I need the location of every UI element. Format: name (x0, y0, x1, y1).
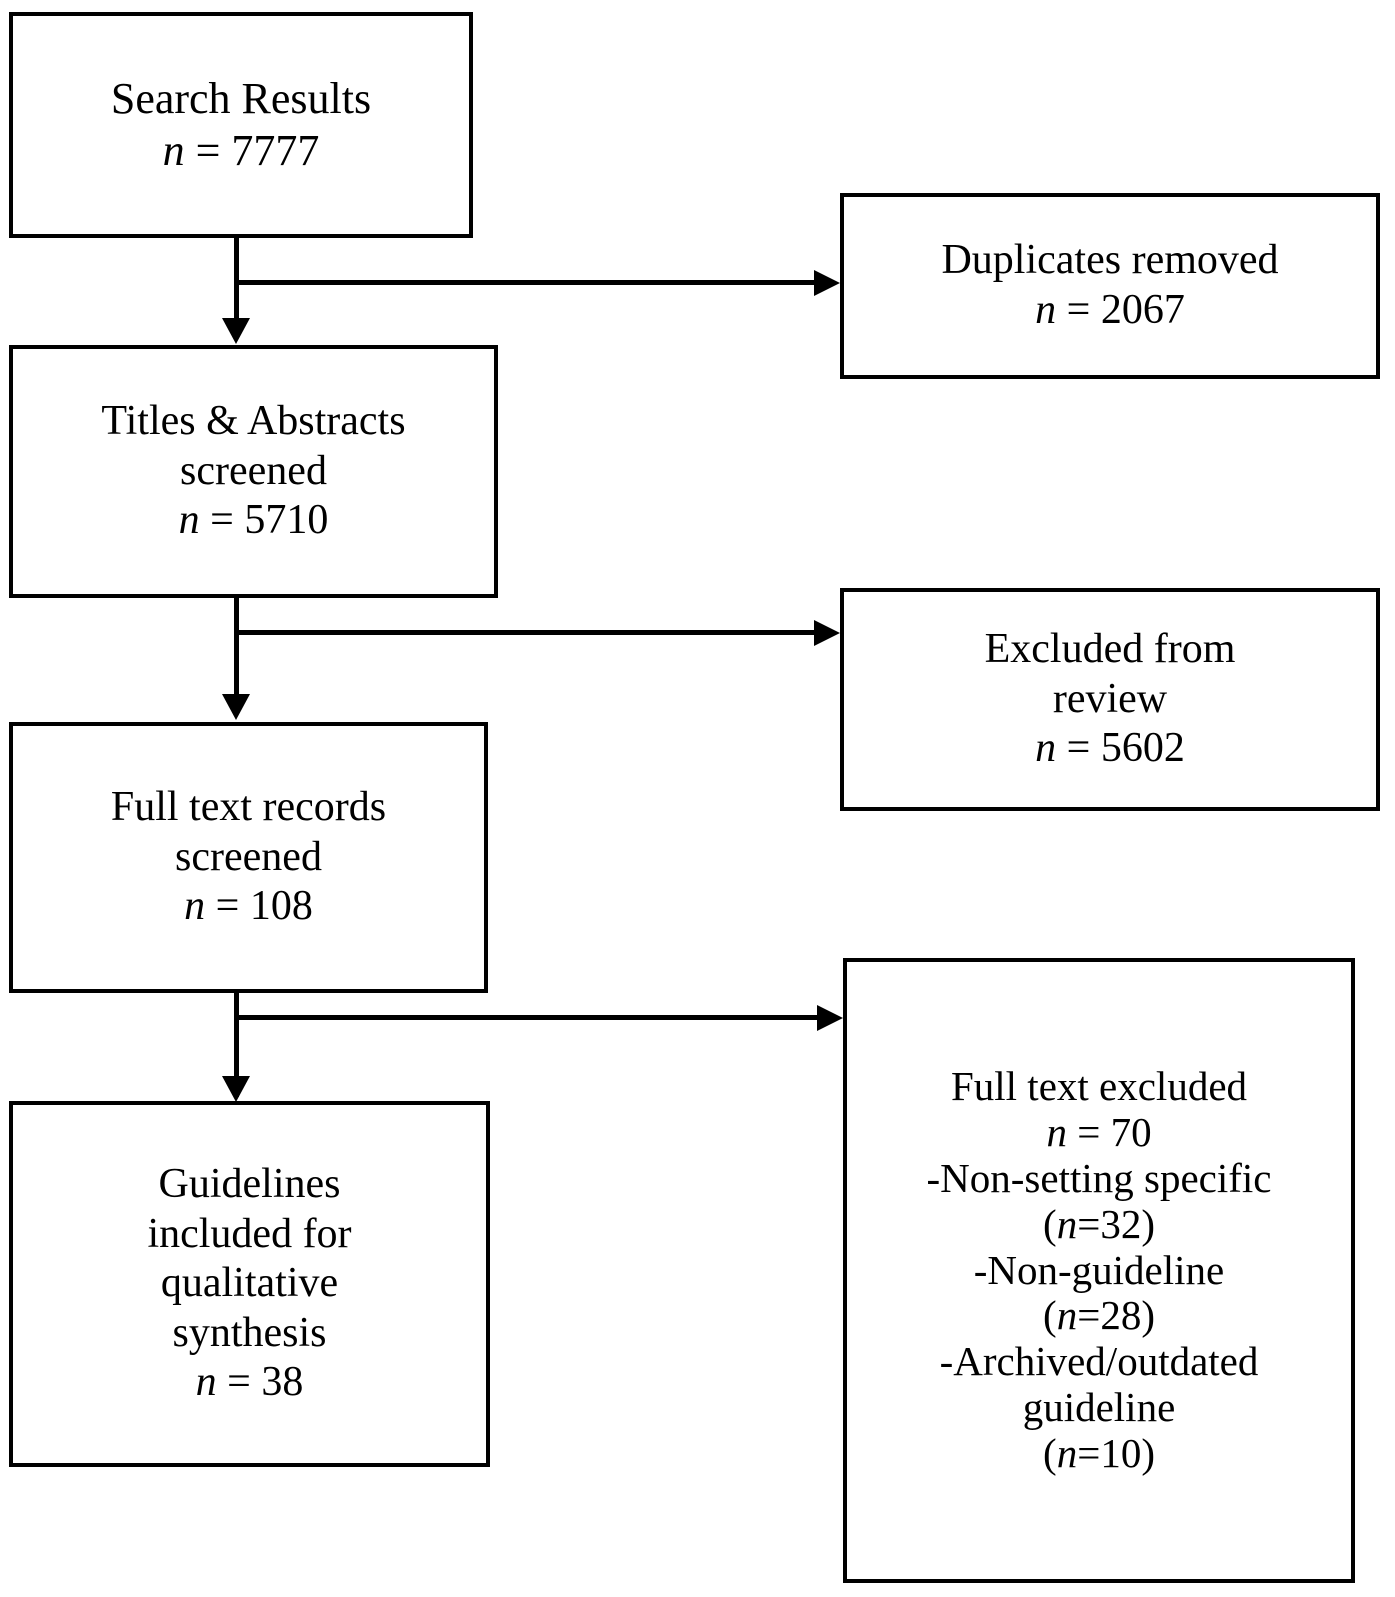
titles-abstracts-label-line1: Titles & Abstracts (101, 398, 406, 445)
fulltext-excluded-count: n = 70 (847, 1108, 1351, 1156)
connector-fulltext-to-excluded-arrowhead (817, 1005, 843, 1031)
search-results-n-symbol: n (162, 126, 185, 175)
connector-titles-to-fulltext-line (234, 598, 239, 698)
fulltext-screened-n-value: 108 (249, 883, 313, 930)
connector-titles-to-excluded-arrowhead (814, 620, 840, 646)
connector-fulltext-to-guidelines-arrowhead (222, 1076, 250, 1102)
fulltext-excluded-reason-2-n-separator: = (1077, 1430, 1101, 1477)
guidelines-included-count: n = 38 (13, 1358, 486, 1408)
fulltext-excluded-reason-1-paren-open: ( (1043, 1292, 1057, 1339)
guidelines-included-n-value: 38 (261, 1359, 304, 1406)
search-results-label: Search Results (110, 74, 372, 124)
box-fulltext-records-screened: Full text records screened n = 108 (9, 722, 488, 993)
fulltext-excluded-reason-2-n-symbol: n (1056, 1430, 1078, 1477)
excluded-review-count: n = 5602 (844, 724, 1376, 774)
guidelines-included-label-line2: included for (147, 1210, 352, 1257)
fulltext-excluded-reason-2-paren-close: ) (1141, 1430, 1155, 1477)
connector-fulltext-to-guidelines-line (234, 993, 239, 1097)
excluded-review-n-separator: = (1056, 725, 1101, 772)
box-search-results: Search Results n = 7777 (9, 12, 473, 238)
fulltext-excluded-reason-1-paren-close: ) (1141, 1292, 1155, 1339)
guidelines-included-n-separator: = (216, 1359, 262, 1406)
titles-abstracts-n-separator: = (199, 497, 245, 544)
titles-abstracts-n-value: 5710 (244, 497, 329, 544)
excluded-review-label-line2: review (1052, 675, 1168, 722)
titles-abstracts-label-line2: screened (180, 447, 327, 494)
fulltext-screened-n-separator: = (205, 883, 250, 930)
guidelines-included-label-line3: qualitative (160, 1260, 339, 1307)
fulltext-excluded-reason-2-paren-open: ( (1043, 1430, 1057, 1477)
titles-abstracts-count: n = 5710 (13, 496, 494, 546)
connector-search-to-duplicates-arrowhead (814, 270, 840, 296)
fulltext-excluded-reason-2-n-value: 10 (1100, 1430, 1142, 1477)
search-results-n-value: 7777 (231, 126, 320, 175)
fulltext-excluded-reason-1-count: (n=28) (847, 1292, 1351, 1339)
titles-abstracts-n-symbol: n (178, 497, 200, 544)
fulltext-excluded-reason-0-n-separator: = (1077, 1200, 1101, 1247)
duplicates-removed-n-value: 2067 (1100, 287, 1185, 333)
duplicates-removed-n-separator: = (1056, 287, 1101, 333)
excluded-review-n-value: 5602 (1100, 725, 1185, 772)
guidelines-included-label-line4: synthesis (172, 1309, 327, 1356)
search-results-n-separator: = (184, 126, 232, 175)
fulltext-excluded-reason-2-text: -Archived/outdated (939, 1338, 1259, 1385)
fulltext-excluded-reason-0-paren-open: ( (1043, 1200, 1057, 1247)
fulltext-excluded-reason-0-n-value: 32 (1100, 1200, 1142, 1247)
box-guidelines-included: Guidelines included for qualitative synt… (9, 1101, 490, 1467)
connector-search-to-duplicates-line (234, 280, 820, 285)
fulltext-excluded-n-separator: = (1066, 1108, 1111, 1155)
connector-search-to-titles-line (234, 238, 239, 338)
fulltext-excluded-label: Full text excluded (950, 1062, 1248, 1109)
connector-fulltext-to-excluded-line (234, 1015, 823, 1020)
fulltext-screened-label-line1: Full text records (110, 784, 387, 831)
fulltext-excluded-reason-0-count: (n=32) (847, 1200, 1351, 1248)
fulltext-excluded-reason-1-text: -Non-guideline (973, 1246, 1225, 1293)
fulltext-excluded-reason-1-n-separator: = (1077, 1292, 1101, 1339)
fulltext-screened-n-symbol: n (184, 883, 206, 930)
connector-titles-to-fulltext-arrowhead (222, 694, 250, 720)
fulltext-excluded-reason-1-n-value: 28 (1100, 1292, 1142, 1339)
box-titles-abstracts-screened: Titles & Abstracts screened n = 5710 (9, 345, 498, 598)
fulltext-excluded-reason-2-text-line2: guideline (1022, 1384, 1176, 1431)
fulltext-excluded-reason-0-n-symbol: n (1056, 1200, 1078, 1247)
excluded-review-label-line1: Excluded from (984, 626, 1236, 673)
fulltext-excluded-reason-1-n-symbol: n (1056, 1292, 1078, 1339)
connector-titles-to-excluded-line (234, 630, 820, 635)
fulltext-excluded-n-symbol: n (1046, 1108, 1067, 1155)
duplicates-removed-count: n = 2067 (844, 286, 1376, 336)
search-results-count: n = 7777 (13, 125, 469, 177)
box-excluded-from-review: Excluded from review n = 5602 (840, 588, 1380, 811)
duplicates-removed-n-symbol: n (1035, 287, 1057, 333)
box-duplicates-removed: Duplicates removed n = 2067 (840, 193, 1380, 379)
fulltext-excluded-n-value: 70 (1110, 1108, 1152, 1155)
box-fulltext-excluded: Full text excluded n = 70 -Non-setting s… (843, 958, 1355, 1583)
fulltext-screened-count: n = 108 (13, 882, 484, 932)
connector-search-to-titles-arrowhead (222, 318, 250, 344)
excluded-review-n-symbol: n (1035, 725, 1057, 772)
fulltext-screened-label-line2: screened (175, 833, 322, 880)
guidelines-included-n-symbol: n (195, 1359, 217, 1406)
fulltext-excluded-reason-2-count: (n=10) (847, 1430, 1351, 1477)
fulltext-excluded-reason-0-text: -Non-setting specific (926, 1154, 1272, 1201)
guidelines-included-label-line1: Guidelines (158, 1161, 341, 1208)
fulltext-excluded-reason-0-paren-close: ) (1141, 1200, 1155, 1247)
duplicates-removed-label: Duplicates removed (941, 237, 1279, 284)
